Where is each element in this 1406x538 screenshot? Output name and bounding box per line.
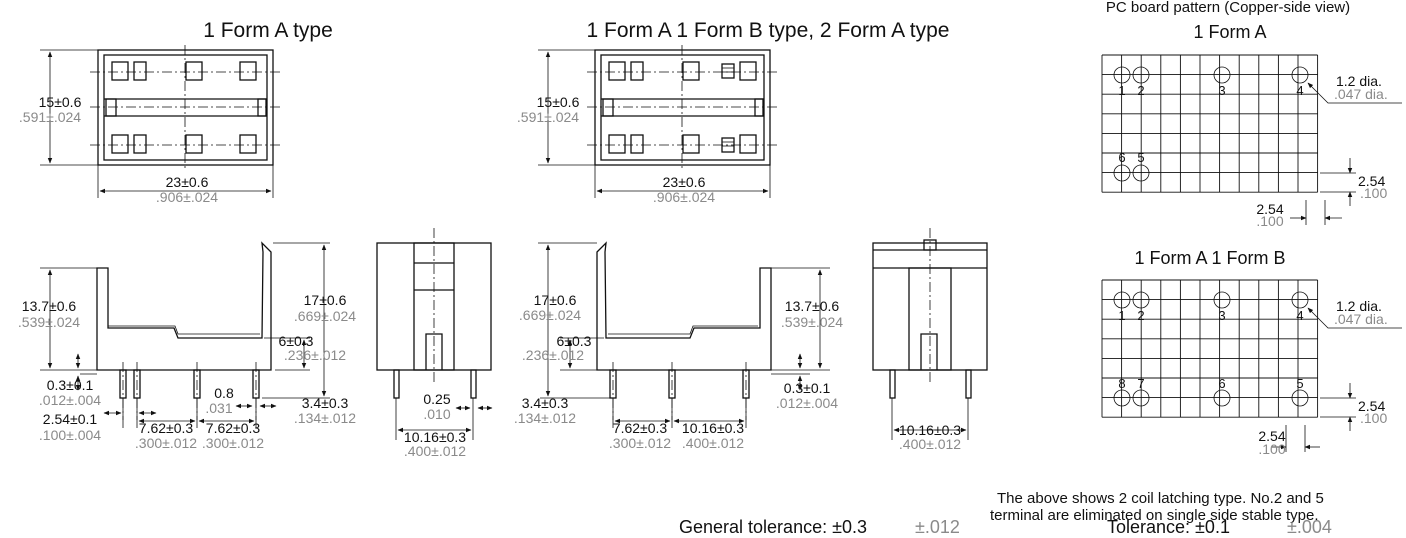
top-view-form-ab	[538, 45, 779, 198]
dim-w08-inch: .031	[205, 400, 232, 416]
grid-a-v-inch: .100	[1360, 185, 1387, 201]
dim-l34b-inch: .134±.012	[514, 410, 576, 426]
dim-p1016a-inch: .400±.012	[404, 443, 466, 459]
grid-a-h-mm: 2.54	[1256, 201, 1283, 217]
pin-b-8: 8	[1118, 376, 1125, 391]
dim-width-top-mm: 23±0.6	[166, 174, 209, 190]
dim-h137b-mm: 13.7±0.6	[785, 298, 840, 314]
dim-p762a-inch: .300±.012	[135, 435, 197, 451]
heading-form-a: 1 Form A type	[203, 19, 333, 42]
dim-p762c-mm: 7.62±0.3	[613, 420, 668, 436]
dim-height-top2-mm: 15±0.6	[537, 94, 580, 110]
dim-p1016b-mm: 10.16±0.3	[682, 420, 744, 436]
dim-p1016c-mm: 10.16±0.3	[899, 422, 961, 438]
end-view-form-a	[376, 228, 493, 440]
pin-a-4: 4	[1296, 83, 1303, 98]
pcb-grid-form-ab	[1101, 279, 1319, 418]
grid-b-h-mm: 2.54	[1258, 428, 1285, 444]
dim-h6-inch: .236±.012	[284, 347, 346, 363]
dim-p762a-mm: 7.62±0.3	[139, 420, 194, 436]
hole-b-mm: 1.2 dia.	[1336, 298, 1382, 314]
pcb-pattern-form-a-marks	[1113, 66, 1402, 225]
dim-w025-mm: 0.25	[423, 391, 450, 407]
heading-pcb-pattern: PC board pattern (Copper-side view)	[1106, 0, 1350, 16]
top-view-form-a	[40, 45, 282, 198]
dim-t03b-mm: 0.3±0.1	[784, 380, 831, 396]
dim-width-top2-mm: 23±0.6	[663, 174, 706, 190]
grid-a-v-mm: 2.54	[1358, 173, 1385, 189]
dim-w025-inch: .010	[423, 406, 450, 422]
pin-a-6: 6	[1118, 150, 1125, 165]
dim-t03-mm: 0.3±0.1	[47, 377, 94, 393]
note-line-1: The above shows 2 coil latching type. No…	[997, 490, 1324, 507]
note-line-2: terminal are eliminated on single side s…	[990, 507, 1319, 524]
dim-l34b-mm: 3.4±0.3	[522, 395, 569, 411]
hole-a-mm: 1.2 dia.	[1336, 73, 1382, 89]
hole-b-inch: .047 dia.	[1334, 311, 1388, 327]
pin-a-1: 1	[1118, 83, 1125, 98]
dim-l34-mm: 3.4±0.3	[302, 395, 349, 411]
dim-w08-mm: 0.8	[214, 385, 234, 401]
general-tolerance: General tolerance: ±0.3	[679, 517, 867, 537]
dim-p1016b-inch: .400±.012	[682, 435, 744, 451]
pin-b-1: 1	[1118, 308, 1125, 323]
pcb-pattern-form-ab-marks	[1113, 291, 1402, 452]
pin-b-2: 2	[1137, 308, 1144, 323]
grid-a-h-inch: .100	[1256, 213, 1283, 229]
hole-a-inch: .047 dia.	[1334, 86, 1388, 102]
grid-b-h-inch: .100	[1258, 441, 1285, 457]
dim-h137-mm: 13.7±0.6	[22, 298, 77, 314]
pin-b-3: 3	[1218, 308, 1225, 323]
general-tolerance-inch: ±.012	[915, 517, 960, 537]
pin-b-6: 6	[1218, 376, 1225, 391]
grid-b-v-inch: .100	[1360, 410, 1387, 426]
pcb-tolerance: Tolerance: ±0.1	[1107, 517, 1230, 537]
dim-height-top2-inch: .591±.024	[517, 109, 579, 125]
dim-h17-mm: 17±0.6	[304, 292, 347, 308]
end-view-form-ab	[872, 228, 988, 440]
pcb-tolerance-inch: ±.004	[1287, 517, 1332, 537]
dim-h137b-inch: .539±.024	[781, 314, 843, 330]
dim-height-top-mm: 15±0.6	[39, 94, 82, 110]
pin-a-5: 5	[1137, 150, 1144, 165]
pin-b-7: 7	[1137, 376, 1144, 391]
pin-a-2: 2	[1137, 83, 1144, 98]
side-view-form-ab	[538, 241, 830, 428]
dim-p762b-mm: 7.62±0.3	[206, 420, 261, 436]
dim-p762c-inch: .300±.012	[609, 435, 671, 451]
dim-p1016c-inch: .400±.012	[899, 436, 961, 452]
dim-h6b-inch: .236±.012	[522, 347, 584, 363]
dim-p254-mm: 2.54±0.1	[43, 411, 98, 427]
dim-t03-inch: .012±.004	[39, 392, 101, 408]
heading-pcb-form-a: 1 Form A	[1193, 22, 1266, 42]
heading-form-ab: 1 Form A 1 Form B type, 2 Form A type	[587, 19, 950, 42]
pcb-grid-form-a	[1101, 54, 1319, 193]
dim-width-top2-inch: .906±.024	[653, 189, 715, 205]
dim-h137-inch: .539±.024	[18, 314, 80, 330]
dim-h6-mm: 6±0.3	[279, 333, 314, 349]
pin-b-4: 4	[1296, 308, 1303, 323]
dim-h6b-mm: 6±0.3	[557, 333, 592, 349]
dim-h17b-mm: 17±0.6	[534, 292, 577, 308]
dim-p762b-inch: .300±.012	[202, 435, 264, 451]
pin-b-5: 5	[1296, 376, 1303, 391]
pin-a-3: 3	[1218, 83, 1225, 98]
heading-pcb-form-ab: 1 Form A 1 Form B	[1134, 248, 1285, 268]
side-view-form-a	[40, 241, 330, 428]
dim-p1016a-mm: 10.16±0.3	[404, 429, 466, 445]
dim-h17-inch: .669±.024	[294, 308, 356, 324]
dim-p254-inch: .100±.004	[39, 427, 101, 443]
grid-b-v-mm: 2.54	[1358, 398, 1385, 414]
dim-height-top-inch: .591±.024	[19, 109, 81, 125]
dim-width-top-inch: .906±.024	[156, 189, 218, 205]
dim-h17b-inch: .669±.024	[519, 307, 581, 323]
dim-l34-inch: .134±.012	[294, 410, 356, 426]
dim-t03b-inch: .012±.004	[776, 395, 838, 411]
